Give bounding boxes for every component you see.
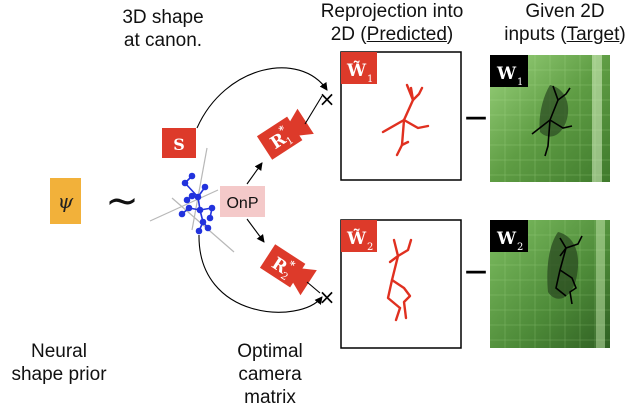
skeleton-2d-predicted-2 (386, 238, 413, 322)
psi-symbol: ψ (58, 189, 74, 213)
w-pred2-symbol: W̃ (346, 229, 367, 249)
r2-to-cross (306, 281, 321, 294)
skeleton-2d-target-2 (555, 235, 583, 305)
optimal-camera-label: Optimal camera matrix (210, 340, 330, 409)
w-pred1-badge (341, 52, 377, 84)
w-tgt2-badge (490, 220, 528, 252)
projection-line-3 (191, 147, 208, 231)
reprojection-prefix: 2D ( (330, 24, 367, 45)
camera-r1-icon: R * 1 (256, 108, 314, 160)
reprojection-line2: 2D (Predicted) (292, 23, 492, 46)
camera-line1: Optimal (237, 341, 303, 362)
neural-prior-label: Neural shape prior (0, 340, 118, 386)
psi-box (50, 178, 81, 224)
reprojection-label: Reprojection into 2D (Predicted) (292, 0, 492, 46)
shape-canon-line1: 3D shape (122, 7, 204, 28)
camera-line3: matrix (244, 387, 296, 408)
skeleton-2d-target-1 (531, 85, 573, 157)
given-line2: inputs (Target) (490, 23, 640, 46)
w-pred1-subscript: 1 (367, 74, 373, 85)
shape-box (162, 128, 196, 158)
lower-curve-arrow (198, 234, 323, 313)
camera-r2-icon: R * 2 (259, 244, 317, 296)
w-pred1-symbol: W̃ (346, 61, 367, 81)
w-tgt1-badge (490, 55, 528, 87)
w-tgt2-subscript: 2 (517, 242, 523, 253)
upper-curve-arrow (196, 67, 328, 129)
given-inputs-label: Given 2D inputs (Target) (490, 0, 640, 46)
onp-label: OnP (226, 195, 258, 212)
dash-mark-1: — (465, 105, 487, 130)
shape-canon-line2: at canon. (123, 30, 203, 51)
shape-symbol: S (173, 135, 185, 154)
arrow-to-r1 (246, 162, 263, 185)
prior-line2: shape prior (11, 364, 107, 385)
dash-mark-2: — (465, 259, 487, 284)
w-pred2-badge (341, 220, 377, 252)
skeleton-2d-predicted-1 (381, 83, 430, 157)
shape-canon-label: 3D shape at canon. (108, 6, 218, 52)
projection-line-1 (149, 189, 219, 222)
skeleton-3d (178, 172, 216, 235)
r2-subscript: 2 (278, 271, 289, 284)
w-tgt2-symbol: W (496, 229, 517, 249)
predicted-emphasis: Predicted (366, 24, 447, 45)
given-prefix: inputs ( (504, 24, 567, 45)
arrow-to-r2 (246, 218, 265, 243)
prior-line1: Neural (31, 341, 87, 362)
r1-to-cross (304, 95, 323, 125)
given-line1: Given 2D (525, 1, 605, 22)
upper-cross: × (319, 87, 336, 111)
camera-line2: camera (238, 364, 302, 385)
onp-box (220, 186, 265, 217)
reprojection-line1: Reprojection into (320, 1, 464, 22)
w-pred2-subscript: 2 (367, 242, 373, 253)
lower-cross: × (319, 285, 336, 309)
reprojection-suffix: ) (446, 24, 454, 45)
tilde-sign: ~ (105, 178, 139, 224)
w-tgt1-subscript: 1 (517, 77, 523, 88)
w-tgt1-symbol: W (496, 64, 517, 84)
r1-subscript: 1 (285, 135, 296, 148)
given-suffix: ) (619, 24, 626, 45)
target-emphasis: Target (566, 24, 620, 45)
